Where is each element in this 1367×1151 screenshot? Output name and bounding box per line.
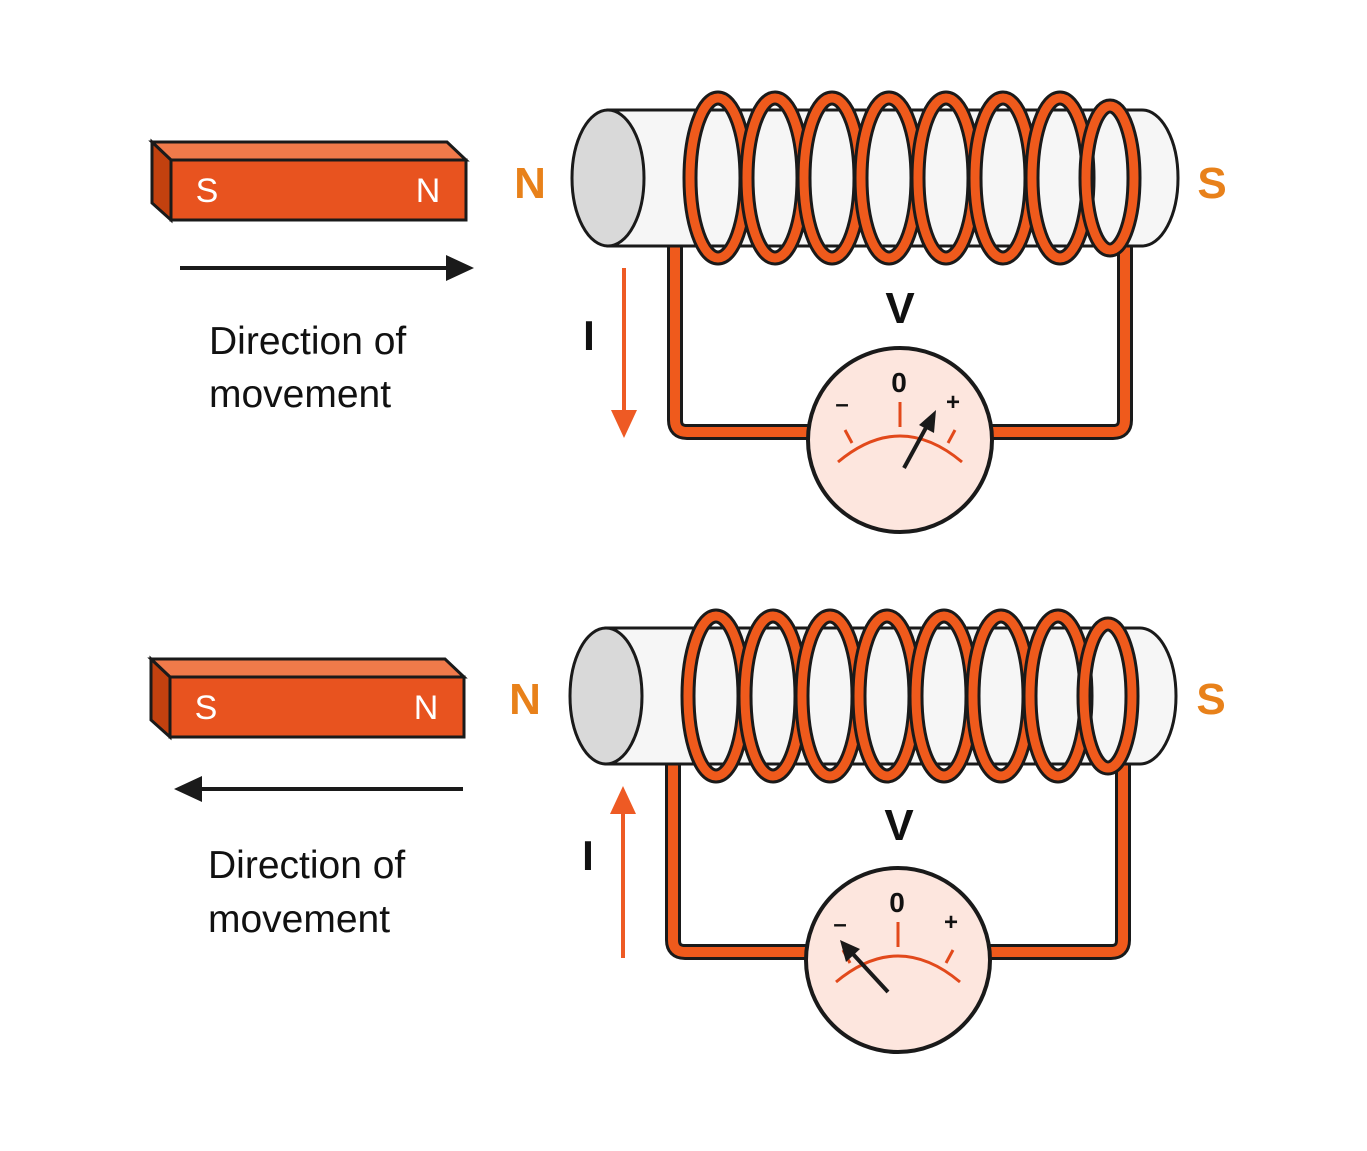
coil-windings xyxy=(680,608,1140,784)
current-arrow-up xyxy=(610,786,636,958)
movement-label-line1: Direction of xyxy=(209,320,406,363)
meter-needle xyxy=(902,410,936,469)
current-label: I xyxy=(582,832,594,879)
coil-windings xyxy=(682,90,1142,266)
current-arrow-down xyxy=(611,268,637,438)
coil-south-label: S xyxy=(1197,159,1226,208)
bar-magnet: S N xyxy=(148,138,470,224)
coil-north-label: N xyxy=(509,675,541,724)
magnet-north-label: N xyxy=(414,689,439,727)
voltmeter-symbol: V xyxy=(885,284,915,333)
current-label: I xyxy=(583,312,595,359)
meter-zero-label: 0 xyxy=(889,887,905,918)
voltmeter: V 0 – + xyxy=(804,801,992,1054)
bar-magnet: S N xyxy=(147,655,468,741)
magnet-front-face xyxy=(169,158,468,222)
magnet-north-label: N xyxy=(416,172,441,210)
meter-scale xyxy=(835,954,961,984)
coil-north-label: N xyxy=(514,159,546,208)
magnet-top-face xyxy=(148,140,470,162)
movement-label-line2: movement xyxy=(208,898,390,941)
meter-face xyxy=(806,346,994,534)
magnet-south-label: S xyxy=(195,689,218,727)
meter-plus-label: + xyxy=(946,389,960,416)
voltmeter-symbol: V xyxy=(884,801,914,850)
movement-arrow-right xyxy=(180,255,474,281)
meter-minus-label: – xyxy=(835,391,848,418)
meter-zero-label: 0 xyxy=(891,367,907,398)
movement-arrow-left xyxy=(174,776,463,802)
panel-1: S N Direction of movement N S xyxy=(148,90,1227,534)
core-end-face xyxy=(570,108,646,248)
meter-needle xyxy=(840,940,890,994)
movement-label-line1: Direction of xyxy=(208,844,405,887)
core-end-face xyxy=(568,626,644,766)
meter-plus-label: + xyxy=(944,909,958,936)
coil-south-label: S xyxy=(1196,675,1225,724)
meter-scale xyxy=(837,434,963,464)
magnet-top-face xyxy=(147,657,468,679)
meter-minus-label: – xyxy=(833,911,846,938)
voltmeter: V 0 – + xyxy=(806,284,994,534)
meter-face xyxy=(804,866,992,1054)
magnet-front-face xyxy=(168,675,466,739)
magnet-south-label: S xyxy=(196,172,219,210)
panel-2: S N Direction of movement N S xyxy=(147,608,1226,1054)
movement-label-line2: movement xyxy=(209,373,391,416)
